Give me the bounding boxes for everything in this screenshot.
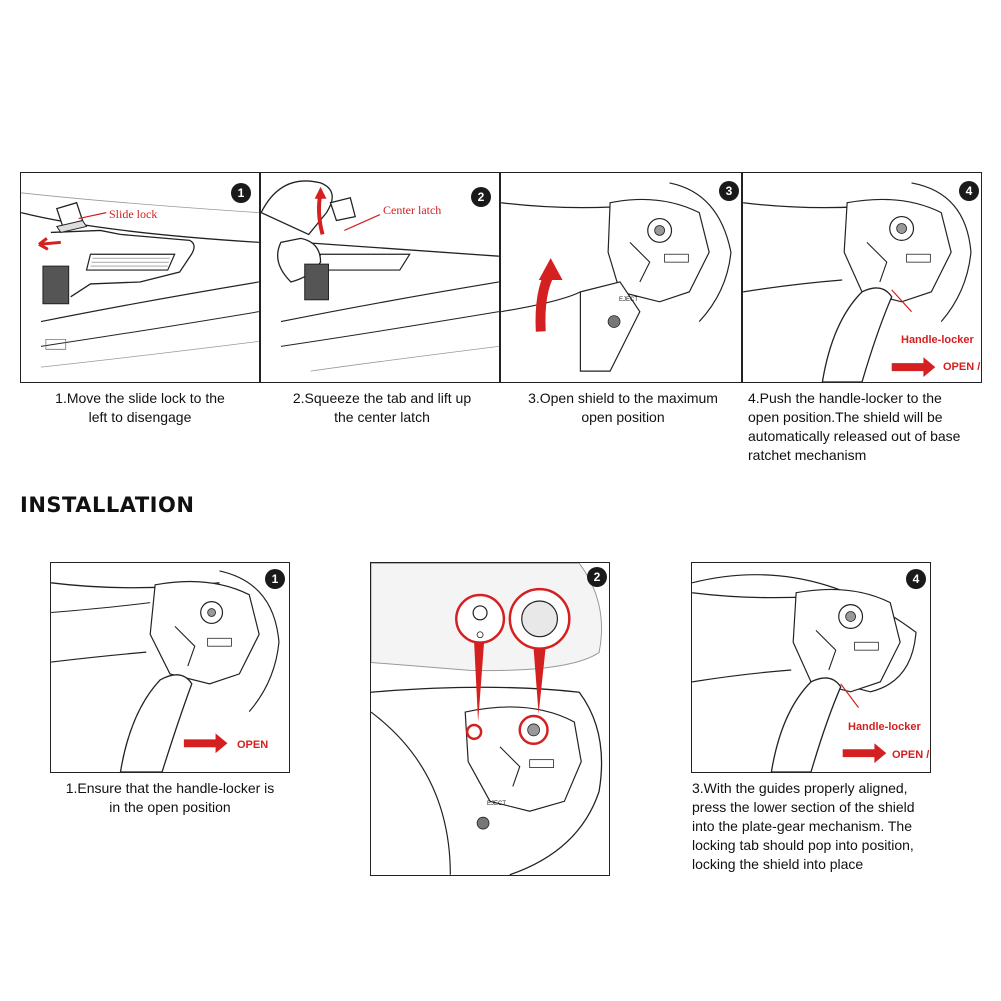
helmet-center-latch-illustration [261, 180, 499, 372]
removal-step-3-caption: 3.Open shield to the maximum open positi… [528, 390, 718, 425]
eject-label: EJECT [487, 801, 507, 807]
step-number-badge: 4 [906, 569, 926, 589]
shield-locked-in-place-illustration [692, 574, 917, 772]
step-number-badge: 2 [471, 187, 491, 207]
installation-step-1-caption: 1.Ensure that the handle-locker is in th… [65, 780, 275, 815]
open-label: OPEN [237, 739, 269, 751]
step-number-badge: 3 [719, 181, 739, 201]
installation-step-3-caption: 3.With the guides properly aligned, pres… [692, 780, 915, 872]
center-latch-callout: Center latch [383, 203, 442, 217]
removal-step-2-caption: 2.Squeeze the tab and lift up the center… [292, 390, 472, 425]
removal-step-4-caption: 4.Push the handle-locker to the open pos… [748, 390, 961, 463]
removal-step-1-caption: 1.Move the slide lock to the left to dis… [55, 390, 225, 425]
step-number-badge: 2 [587, 567, 607, 587]
shield-open-position-illustration [501, 182, 732, 372]
step-number-badge: 4 [959, 181, 979, 201]
handle-locker-callout: Handle-locker [901, 334, 974, 346]
handle-locker-open-position-illustration [51, 570, 280, 772]
handle-locker-callout: Handle-locker [848, 721, 921, 733]
removal-step-4-panel: Handle-locker OPEN / 4 [742, 172, 982, 383]
eject-label: EJECT [619, 297, 639, 303]
removal-step-3-panel: EJECT 3 [500, 172, 742, 383]
slide-lock-callout: Slide lock [109, 207, 158, 221]
installation-heading: INSTALLATION [20, 493, 195, 517]
installation-step-2-panel: EJECT 2 [370, 562, 610, 876]
handle-locker-open-illustration [743, 182, 972, 382]
removal-step-2-panel: Center latch 2 [260, 172, 500, 383]
step-number-badge: 1 [265, 569, 285, 589]
shield-guide-alignment-illustration [371, 563, 603, 875]
installation-step-1-panel: OPEN 1 [50, 562, 290, 773]
helmet-rear-slide-lock-illustration [21, 192, 259, 368]
removal-step-1-panel: Slide lock 1 [20, 172, 260, 383]
open-label: OPEN / [892, 749, 930, 761]
installation-step-3-panel: Handle-locker OPEN / 4 [691, 562, 931, 773]
step-number-badge: 1 [231, 183, 251, 203]
open-label: OPEN / [943, 361, 981, 373]
